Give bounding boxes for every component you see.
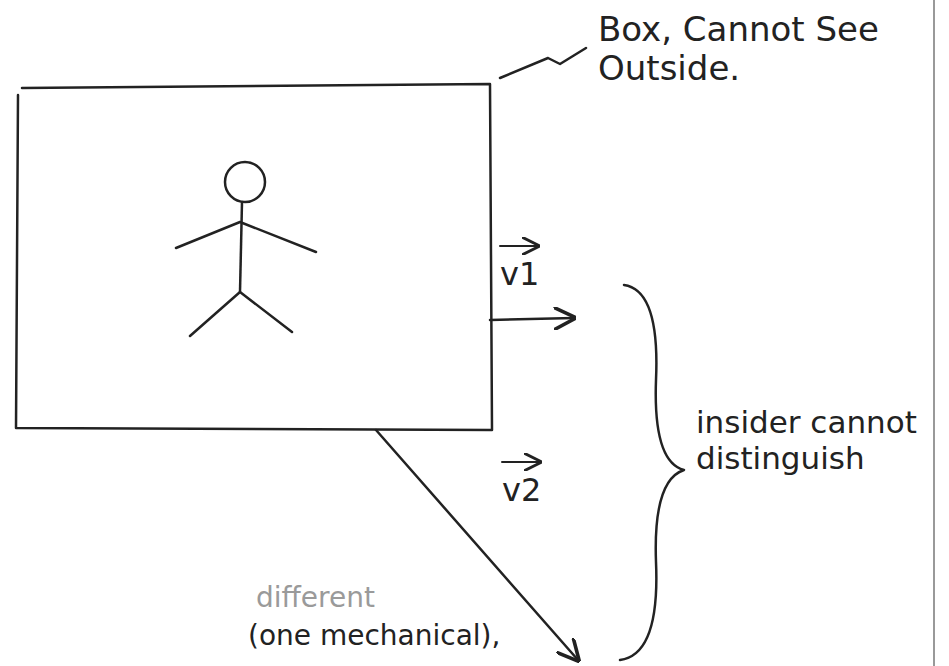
vector-mark: [502, 461, 540, 463]
figure-head: [225, 162, 265, 202]
leader-line: [500, 48, 586, 78]
velocity-label: v1: [500, 256, 539, 293]
note: Box, Cannot See Outside.: [598, 10, 898, 88]
note: insider cannot distinguish: [696, 405, 926, 476]
velocity-label: v2: [502, 472, 541, 509]
figure-legs: [190, 292, 292, 336]
velocity-arrow: [490, 318, 574, 320]
figure-arms: [176, 222, 316, 252]
figure-body: [240, 202, 242, 292]
note: different: [256, 582, 375, 614]
note: (one mechanical),: [248, 620, 500, 652]
brace: [620, 285, 684, 660]
box-outline: [16, 84, 492, 430]
margin-line: [933, 0, 935, 666]
vector-mark: [500, 245, 538, 247]
